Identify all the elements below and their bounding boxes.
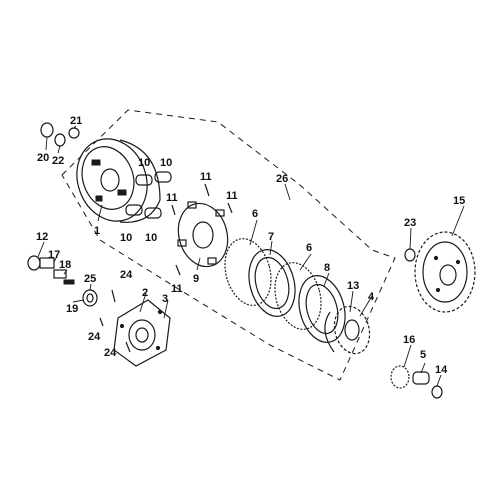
label-7: 7 [268,231,274,243]
callout-labels: 1 2 3 4 5 6 6 7 8 9 10 10 10 10 11 11 11… [36,115,465,376]
label-24-b: 24 [88,331,101,343]
label-24-a: 24 [120,269,133,281]
label-8: 8 [324,262,330,274]
label-2: 2 [142,287,148,299]
label-1: 1 [94,225,100,237]
label-15: 15 [453,195,465,207]
label-12: 12 [36,231,48,243]
part-large-gear [414,231,476,313]
label-22: 22 [52,155,64,167]
label-16: 16 [403,334,415,346]
label-10-c: 10 [120,232,132,244]
label-11-c: 11 [226,190,238,202]
part-inner-hub [324,305,371,355]
label-21: 21 [70,115,82,127]
part-springs [125,171,172,219]
label-17: 17 [48,249,60,261]
part-friction-discs [224,238,346,343]
leader-lines [37,125,465,387]
assembly-boundary [61,109,396,381]
label-19: 19 [66,303,78,315]
label-23: 23 [404,217,416,229]
part-bearing-holder [113,299,171,367]
label-18: 18 [59,259,71,271]
label-4: 4 [368,291,375,303]
label-20: 20 [37,152,49,164]
label-14: 14 [435,364,448,376]
label-24-c: 24 [104,347,117,359]
label-10-b: 10 [160,157,172,169]
label-3: 3 [162,293,168,305]
part-pins [171,183,233,276]
label-6-a: 6 [252,208,258,220]
label-10-a: 10 [138,157,150,169]
label-11-b: 11 [166,192,178,204]
label-11-a: 11 [200,171,212,183]
label-25: 25 [84,273,96,285]
label-6-b: 6 [306,242,312,254]
label-5: 5 [420,349,426,361]
label-9: 9 [193,273,199,285]
part-drive-plate [177,201,229,268]
label-10-d: 10 [145,232,157,244]
part-clutch-housing [76,138,161,223]
part-shaft-hardware [27,255,131,353]
label-11-d: 11 [171,283,183,295]
label-26: 26 [276,173,288,185]
label-13: 13 [347,280,359,292]
part-snap-ring [404,248,416,262]
